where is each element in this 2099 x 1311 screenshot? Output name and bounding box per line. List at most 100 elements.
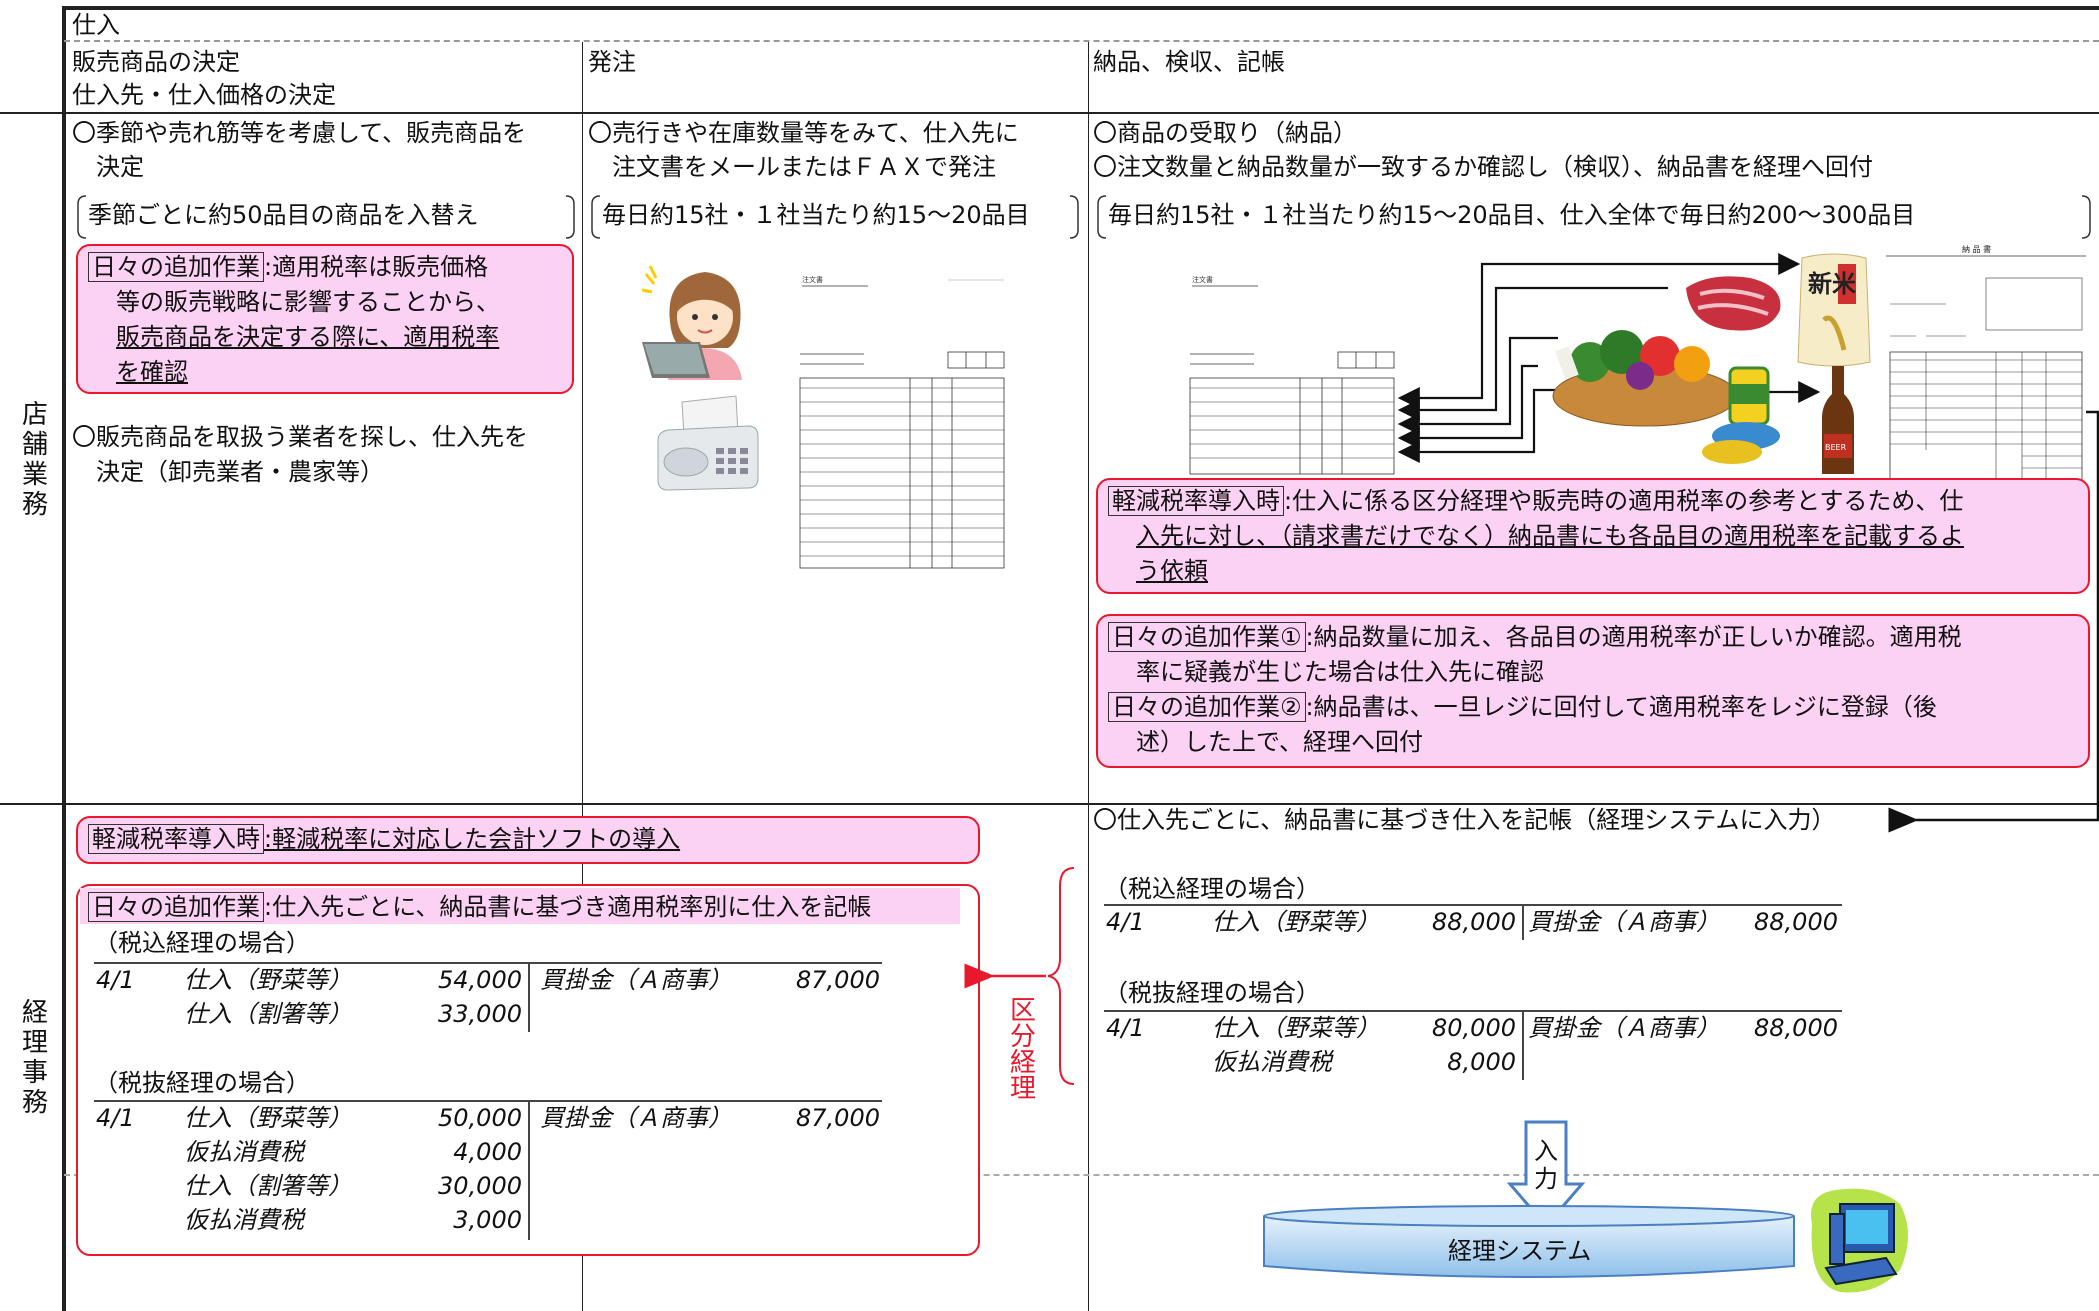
grid-acct-dash	[64, 1174, 2099, 1176]
left-excl-r4-amt: 3,000	[453, 1206, 522, 1234]
store-col2-item1-l2: 注文書をメールまたはＦＡＸで発注	[612, 153, 996, 181]
right-incl-r1-item: 仕入（野菜等）	[1212, 908, 1380, 936]
grid-acct-top	[0, 803, 2099, 805]
store-col3-intro-line1: 軽減税率導入時:仕入に係る区分経理や販売時の適用税率の参考とするため、仕	[1108, 484, 1963, 518]
bracket-col3	[1097, 195, 2091, 239]
left-excl-divider	[528, 1100, 530, 1240]
computer-icon	[1811, 1188, 1908, 1293]
store-col2-bracket-text: 毎日約15社・１社当たり約15〜20品目	[602, 201, 1030, 229]
beer-bottle-label: BEER	[1825, 443, 1847, 452]
input-label-1: 入	[1534, 1137, 1558, 1165]
grid-col2-line	[582, 42, 583, 1311]
right-incl-r1-date: 4/1	[1106, 908, 1145, 936]
daily1-tag: 日々の追加作業①	[1108, 622, 1306, 652]
rice-bag-label: 新米	[1808, 270, 1856, 298]
acct-right-item: 〇仕入先ごとに、納品書に基づき仕入を記帳（経理システムに入力）	[1093, 806, 1836, 834]
left-excl-r1-credit: 買掛金（Ａ商事）	[540, 1104, 732, 1132]
header-top: 仕入	[72, 11, 120, 39]
order-form-doc-col3: 注文書	[1189, 275, 1395, 475]
intro-tag: 軽減税率導入時	[1108, 486, 1284, 516]
left-incl-divider	[528, 962, 530, 1032]
left-excl-r1-date: 4/1	[96, 1104, 135, 1132]
left-incl-rule	[94, 962, 882, 964]
grid-header-dash	[64, 40, 2099, 42]
store-col1-item2-l2: 決定（卸売業者・農家等）	[96, 458, 384, 486]
store-col1-item1-l2: 決定	[96, 153, 144, 181]
right-excl-r1-item: 仕入（野菜等）	[1212, 1014, 1380, 1042]
store-col1-daily-line1: 日々の追加作業:適用税率は販売価格	[88, 250, 488, 284]
kubun-arrow	[964, 867, 1075, 1085]
left-incl-r1-credit: 買掛金（Ａ商事）	[540, 966, 732, 994]
grid-left-border	[62, 6, 66, 1311]
right-excl-r1-camt: 88,000	[1754, 1014, 1838, 1042]
store-col3-intro-line2: 入先に対し、（請求書だけでなく）納品書にも各品目の適用税率を記載するよ	[1136, 522, 1964, 550]
left-incl-r2-item: 仕入（割箸等）	[184, 1000, 352, 1028]
header-col1-line1: 販売商品の決定	[72, 48, 240, 76]
header-col2: 発注	[588, 48, 636, 76]
canned-goods-icon	[1702, 366, 1780, 464]
beer-bottle-icon: BEER	[1822, 366, 1854, 474]
delivery-note-doc: 納 品 書	[1886, 244, 2086, 489]
acct-intro-line: 軽減税率導入時:軽減税率に対応した会計ソフトの導入	[88, 822, 680, 856]
store-col2-item1-l1: 〇売行きや在庫数量等をみて、仕入先に	[588, 119, 1019, 147]
left-incl-r1-date: 4/1	[96, 966, 135, 994]
right-incl-divider	[1522, 904, 1524, 940]
vegetable-basket-icon	[1552, 330, 1738, 427]
daily2-tag: 日々の追加作業②	[1108, 692, 1306, 722]
right-excl-r1-date: 4/1	[1106, 1014, 1145, 1042]
right-incl-r1-amt: 88,000	[1432, 908, 1516, 936]
left-excl-r2-amt: 4,000	[453, 1138, 522, 1166]
bracket-left-col1	[77, 195, 575, 239]
input-label-2: 力	[1534, 1165, 1558, 1193]
grid-top-border	[62, 6, 2099, 10]
store-col1-daily-line4: を確認	[116, 358, 188, 386]
store-col1-daily-line2: 等の販売戦略に影響することから、	[116, 288, 500, 316]
store-col3-item1: 〇商品の受取り（納品）	[1093, 119, 1357, 147]
store-col1-item2-l1: 〇販売商品を取扱う業者を探し、仕入先を	[72, 423, 528, 451]
right-excl-r1-amt: 80,000	[1432, 1014, 1516, 1042]
left-incl-r1-item: 仕入（野菜等）	[184, 966, 352, 994]
store-col3-daily1-line2: 率に疑義が生じた場合は仕入先に確認	[1136, 658, 1544, 686]
store-col3-bracket-text: 毎日約15社・１社当たり約15〜20品目、仕入全体で毎日約200〜300品目	[1108, 201, 1916, 229]
rice-bag-icon: 新米	[1797, 253, 1871, 367]
left-excl-r4-item: 仮払消費税	[184, 1206, 304, 1234]
header-col1-line2: 仕入先・仕入価格の決定	[72, 81, 336, 109]
left-excl-r1-amt: 50,000	[438, 1104, 522, 1132]
left-excl-r3-amt: 30,000	[438, 1172, 522, 1200]
meat-icon	[1686, 276, 1781, 331]
right-excl-rule	[1104, 1010, 1842, 1012]
right-excl-r1-credit: 買掛金（Ａ商事）	[1528, 1014, 1720, 1042]
acct-intro-tag: 軽減税率導入時	[88, 824, 264, 854]
left-excl-r1-item: 仕入（野菜等）	[184, 1104, 352, 1132]
right-excl-r2-item: 仮払消費税	[1212, 1048, 1332, 1076]
header-col3: 納品、検収、記帳	[1093, 48, 1285, 76]
right-excl-title: （税抜経理の場合）	[1104, 979, 1320, 1007]
acct-daily-tag: 日々の追加作業	[88, 892, 264, 922]
left-excl-r2-item: 仮払消費税	[184, 1138, 304, 1166]
store-col3-daily2-line1: 日々の追加作業②:納品書は、一旦レジに回付して適用税率をレジに登録（後	[1108, 690, 1937, 724]
input-arrow-icon	[1506, 1120, 1586, 1229]
store-col3-item2: 〇注文数量と納品数量が一致するか確認し（検収）、納品書を経理へ回付	[1093, 153, 1873, 181]
right-excl-divider	[1522, 1010, 1524, 1080]
right-incl-rule	[1104, 904, 1842, 906]
bracket-col2	[591, 195, 1079, 239]
grid-col3-line	[1088, 42, 1089, 1311]
left-excl-r3-item: 仕入（割箸等）	[184, 1172, 352, 1200]
right-incl-r1-camt: 88,000	[1754, 908, 1838, 936]
order-form-title: 注文書	[802, 275, 823, 284]
left-incl-title: （税込経理の場合）	[94, 929, 310, 957]
store-col3-daily2-line2: 述）した上で、経理へ回付	[1136, 728, 1424, 756]
right-incl-title: （税込経理の場合）	[1104, 875, 1320, 903]
order-form-col3-title: 注文書	[1192, 275, 1213, 284]
accounting-system-label: 経理システム	[1448, 1237, 1592, 1265]
delivery-note-title: 納 品 書	[1962, 244, 1991, 254]
delivery-to-accounting-arrow	[1888, 410, 2099, 833]
left-excl-r1-camt: 87,000	[796, 1104, 880, 1132]
left-excl-rule	[94, 1100, 882, 1102]
daily-tag: 日々の追加作業	[88, 252, 264, 282]
left-incl-r2-amt: 33,000	[438, 1000, 522, 1028]
store-col1-item1-l1: 〇季節や売れ筋等を考慮して、販売商品を	[72, 119, 527, 147]
order-form-doc: 注文書	[799, 275, 1005, 569]
accounting-system-cylinder	[1263, 1205, 1795, 1278]
left-excl-title: （税抜経理の場合）	[94, 1069, 310, 1097]
